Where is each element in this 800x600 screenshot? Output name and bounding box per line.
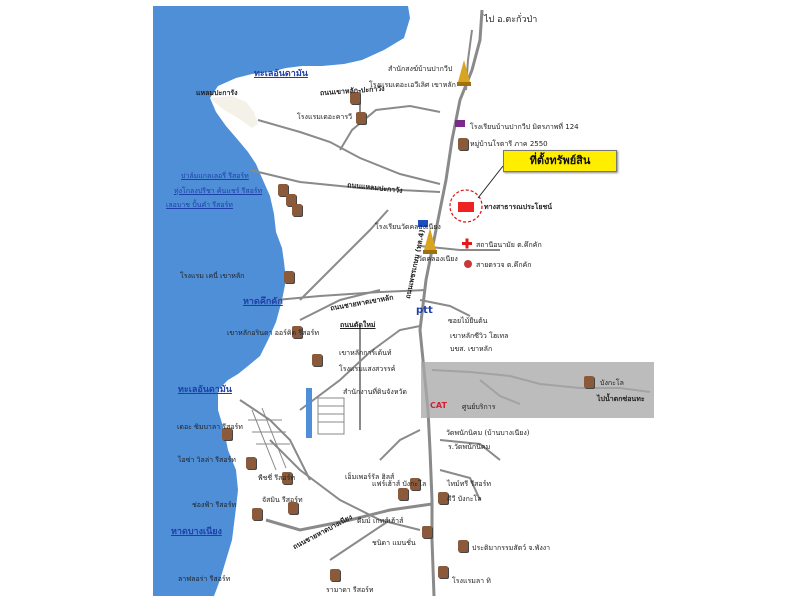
resort-icon xyxy=(330,569,340,581)
place-label: สำนักงานที่ดินจังหวัด xyxy=(343,388,407,396)
place-label: สำนักสงฆ์บ้านปากวีป xyxy=(388,65,453,73)
place-label: เอ็มเพอร์รัล ฮิลส์ xyxy=(345,473,395,481)
place-label: ดีวี บังกะโล xyxy=(447,495,482,503)
resort-icon xyxy=(458,138,468,150)
resort-icon xyxy=(246,457,256,469)
pagoda-icon xyxy=(457,60,471,86)
place-label: ลาฟลอร่า รีสอร์ท xyxy=(178,575,231,583)
health-station-icon xyxy=(462,238,472,249)
resort-icon xyxy=(398,488,408,500)
police-icon xyxy=(464,260,472,268)
resort-icon xyxy=(292,326,302,338)
resort-icon xyxy=(282,472,292,484)
place-label: ช่องฟ้า รีสอร์ท xyxy=(192,501,237,509)
property-marker xyxy=(458,202,474,212)
resort-icon xyxy=(410,478,420,490)
place-label: บังกะโล xyxy=(600,379,624,387)
cape-land xyxy=(210,96,258,128)
place-label: โรงแรมเดอะเอวีเลิศ เขาหลัก xyxy=(369,81,456,89)
place-label: แฟร์เฮ้าส์ บังกะโล xyxy=(372,480,427,488)
sea-label-lower: ทะเลอันดามัน xyxy=(178,385,232,395)
resort-icon xyxy=(356,112,366,124)
place-label: เลอบาช ปั้นคำ รีสอร์ท xyxy=(166,201,233,209)
place-label: โรงแรมแสงสวรรค์ xyxy=(339,365,396,373)
place-label: ประติมากรรมสัตว์ จ.พังงา xyxy=(472,544,551,552)
road-lane-label: ซอยไม้ยืนต้น xyxy=(448,317,488,325)
place-label: ชนิดา แมนชั่น xyxy=(372,539,416,547)
place-label: โรงเรียนบ้านปากวีป มิตรภาพที่ 124 xyxy=(470,123,579,131)
resort-icon xyxy=(422,526,432,538)
place-label: โรงเรียนวัดคลองเนียง xyxy=(375,223,441,231)
sea-label-top: ทะเลอันดามัน xyxy=(254,69,308,79)
place-label: หมู่บ้านโรตารี ภาค 2550 xyxy=(470,140,548,148)
roads xyxy=(239,9,651,597)
beach-label-bangniang: หาดบางเนียง xyxy=(171,527,222,537)
place-label: ทางสาธารณประโยชน์ xyxy=(484,203,552,211)
grid-block xyxy=(317,397,345,435)
place-label: ไทม์ทรี รีสอร์ท xyxy=(447,480,491,488)
place-label: เขาหลักการ์เด้นท์ xyxy=(339,349,392,357)
resort-icon xyxy=(252,508,262,520)
resort-icon xyxy=(292,204,302,216)
place-label: เขาหลักซีวิว โฮเทล xyxy=(450,332,509,340)
place-label: ร.วัดพนักนิคม xyxy=(448,443,491,451)
cape-label: แหลมปะการัง xyxy=(196,89,238,97)
place-label: รามาดา รีสอร์ท xyxy=(326,586,374,594)
place-label: ไอซ่า วิลล่า รีสอร์ท xyxy=(178,456,236,464)
resort-icon xyxy=(286,194,296,206)
place-label: บขส. เขาหลัก xyxy=(450,345,493,353)
place-label: วัดพนักนิคม (บ้านบางเนียง) xyxy=(446,429,530,437)
grid-block-2 xyxy=(248,407,290,471)
callout-pointer xyxy=(477,165,504,199)
place-label: โรงแรม เคนี่ เขาหลัก xyxy=(180,272,245,280)
resort-icon xyxy=(312,354,322,366)
place-label: วัดคลองเนียง xyxy=(418,255,458,263)
sea-area xyxy=(153,6,410,596)
road-new-label: ถนนตัดใหม่ xyxy=(340,321,376,329)
dest-top-label: ไป อ.ตะกั่วป่า xyxy=(484,15,538,25)
temple-icon xyxy=(423,228,437,254)
resort-icon xyxy=(584,376,594,388)
resort-icon xyxy=(284,271,294,283)
school-flag-icon xyxy=(455,120,465,127)
place-label: จัสมิน รีสอร์ท xyxy=(262,496,303,504)
place-label: เขาหลักอรินดา ออร์คิด รีสอร์ท xyxy=(227,329,319,337)
resort-icon xyxy=(438,492,448,504)
place-label: ดีมม์ เกทส์เฮ้าส์ xyxy=(357,517,404,525)
place-label: สถานีอนามัย ต.คึกคัก xyxy=(476,241,542,249)
cat-logo: CAT xyxy=(430,401,447,410)
property-callout: ที่ตั้งทรัพย์สิน xyxy=(503,150,617,172)
beach-label-khukkhak: หาดคึกคัก xyxy=(243,297,283,307)
place-label: โรงแรมลา ทิ xyxy=(452,577,491,585)
resort-icon xyxy=(458,540,468,552)
highlight-area xyxy=(421,362,654,418)
place-label: เดอะ ซิมบาลา รีสอร์ท xyxy=(177,423,243,431)
resort-icon xyxy=(278,184,288,196)
school-flag-icon-2 xyxy=(418,220,428,227)
resort-icon xyxy=(350,92,360,104)
resort-icon xyxy=(438,566,448,578)
pond xyxy=(306,388,312,438)
ptt-logo: ptt xyxy=(416,305,433,316)
place-label: ปาล์มแกลเลอรี่ รีสอร์ท xyxy=(181,172,249,180)
place-label: โรงแรมเดอะคารวี xyxy=(297,113,353,121)
place-label: สายตรวจ ต.คึกคัก xyxy=(476,261,532,269)
place-label: ศูนย์บริการ xyxy=(462,403,496,411)
resort-icon xyxy=(222,428,232,440)
resort-icon xyxy=(288,502,298,514)
dest-right-label: ไปน้ำตกซ่อนทะ xyxy=(597,395,645,403)
place-label: ทุ่งโกลงปรีชา ค้นแชร์ รีสอร์ท xyxy=(174,187,263,195)
place-label: พีชชี่ รีสอร์ท xyxy=(258,474,295,482)
property-circle xyxy=(449,189,483,223)
